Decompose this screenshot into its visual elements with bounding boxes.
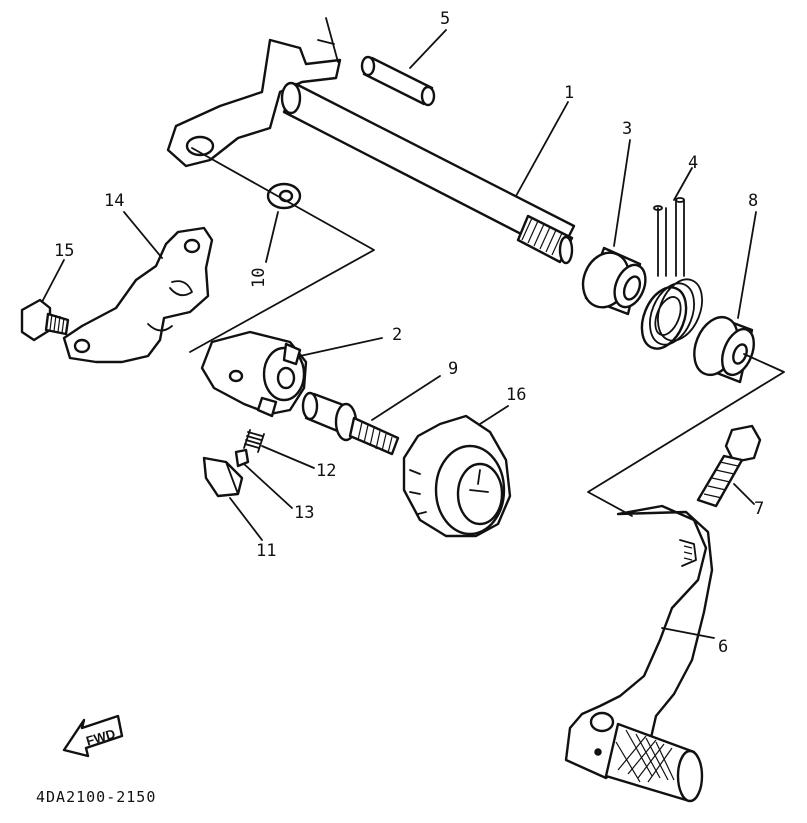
callout-11: 11 <box>256 541 276 561</box>
segment-part-2 <box>200 330 308 418</box>
diagram-code: 4DA2100-2150 <box>36 788 156 806</box>
callout-numbers: 1 2 3 4 5 6 7 8 9 10 11 12 13 14 15 16 <box>54 9 764 657</box>
callout-3: 3 <box>622 119 632 139</box>
callout-6: 6 <box>718 637 728 657</box>
collar-part-8 <box>693 315 755 384</box>
callout-5: 5 <box>440 9 450 29</box>
washer-part-10 <box>266 182 302 210</box>
bolt-part-7 <box>696 424 762 508</box>
alignment-lines <box>189 147 785 517</box>
callout-10: 10 <box>249 268 269 288</box>
callout-1: 1 <box>564 83 574 103</box>
spring-part-12 <box>243 429 265 453</box>
spring-part-4 <box>640 197 703 350</box>
shift-shaft-part-1 <box>166 17 576 265</box>
callout-15: 15 <box>54 241 74 261</box>
stopper-part-11 <box>202 456 244 498</box>
callout-8: 8 <box>748 191 758 211</box>
shift-pedal-part-6 <box>564 504 714 803</box>
shoulder-bolt-part-9 <box>301 391 400 456</box>
callout-12: 12 <box>316 461 336 481</box>
forward-arrow-icon: FWD <box>62 714 124 758</box>
callout-2: 2 <box>392 325 402 345</box>
callout-14: 14 <box>104 191 124 211</box>
callout-13: 13 <box>294 503 314 523</box>
leader-lines <box>41 29 757 639</box>
pin-part-13 <box>234 448 250 468</box>
stopper-plate-part-14 <box>62 226 214 364</box>
callout-4: 4 <box>688 153 698 173</box>
pin-part-5 <box>360 55 436 107</box>
bolt-part-15 <box>20 298 70 342</box>
callout-9: 9 <box>448 359 458 379</box>
stopper-lever-part-16 <box>402 414 512 538</box>
collar-part-3 <box>581 246 647 316</box>
callout-16: 16 <box>506 385 526 405</box>
callout-7: 7 <box>754 499 764 519</box>
